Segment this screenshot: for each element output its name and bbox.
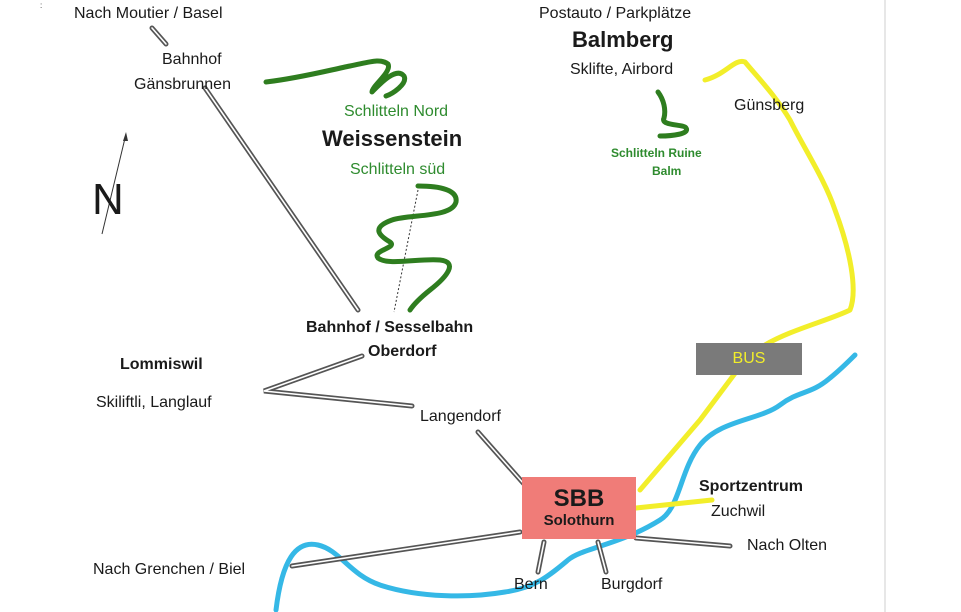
rail-burgdorf-inner bbox=[597, 541, 607, 573]
rail-oberdorf-lommiswil-inner bbox=[263, 355, 413, 407]
label-weissenstein: Weissenstein bbox=[322, 126, 463, 151]
label-skiliftli: Skiliftli, Langlauf bbox=[96, 394, 212, 411]
sledge-track-sued bbox=[374, 183, 459, 313]
rail-bern-inner bbox=[537, 541, 545, 573]
sledge-track-nord bbox=[263, 58, 408, 99]
label-sportzentrum: Sportzentrum bbox=[699, 478, 803, 495]
label-lommiswil: Lommiswil bbox=[120, 356, 203, 373]
bus-route-line bbox=[637, 58, 856, 493]
label-bern: Bern bbox=[514, 576, 548, 593]
label-balm: Balm bbox=[652, 164, 682, 178]
label-nach-grenchen: Nach Grenchen / Biel bbox=[93, 561, 246, 578]
label-nach-olten: Nach Olten bbox=[747, 537, 828, 554]
chairlift-line bbox=[393, 189, 419, 313]
rail-olten-inner bbox=[635, 537, 731, 547]
rail-lines bbox=[149, 25, 733, 575]
sledge-track-ruine bbox=[655, 89, 690, 139]
rail-grenchen-inner bbox=[291, 531, 521, 567]
rail-moutier-inner bbox=[151, 27, 167, 45]
label-gaensbrunnen: Gänsbrunnen bbox=[134, 76, 231, 93]
rail-langendorf-sbb-inner bbox=[477, 431, 525, 485]
sbb-station-box: SBB Solothurn bbox=[522, 477, 636, 539]
label-nach-moutier: Nach Moutier / Basel bbox=[74, 5, 223, 22]
river-aare bbox=[273, 352, 858, 612]
label-burgdorf: Burgdorf bbox=[601, 576, 663, 593]
north-arrow-head bbox=[123, 132, 128, 141]
label-zuchwil: Zuchwil bbox=[711, 503, 766, 520]
rail-gaensbrunnen-oberdorf-inner bbox=[204, 87, 359, 311]
label-bahnhof-sesselbahn: Bahnhof / Sesselbahn bbox=[306, 319, 474, 336]
corner-mark: : bbox=[40, 1, 42, 10]
label-oberdorf: Oberdorf bbox=[368, 343, 437, 360]
label-schlitteln-ruine: Schlitteln Ruine bbox=[611, 146, 702, 160]
label-postauto: Postauto / Parkplätze bbox=[539, 5, 692, 22]
bus-label: BUS bbox=[732, 350, 766, 367]
label-guensberg: Günsberg bbox=[734, 97, 805, 114]
north-indicator: N bbox=[92, 175, 124, 224]
north-arrow-line bbox=[101, 133, 127, 235]
label-balmberg: Balmberg bbox=[572, 27, 674, 52]
label-sklifte: Sklifte, Airbord bbox=[570, 61, 674, 78]
bus-box: BUS bbox=[696, 343, 802, 375]
bus-route-sportzentrum bbox=[633, 497, 715, 511]
label-schlitteln-nord: Schlitteln Nord bbox=[344, 103, 449, 120]
label-bahnhof: Bahnhof bbox=[162, 51, 222, 68]
label-langendorf: Langendorf bbox=[420, 408, 501, 425]
label-schlitteln-sued: Schlitteln süd bbox=[350, 161, 446, 178]
sbb-label: SBB bbox=[553, 484, 605, 512]
solothurn-label: Solothurn bbox=[543, 512, 615, 530]
